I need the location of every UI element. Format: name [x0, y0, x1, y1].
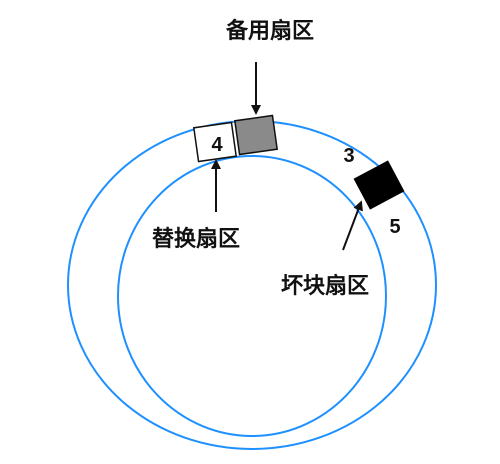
- bad-sector-block: [353, 160, 405, 210]
- inner-track-ring: [117, 155, 387, 437]
- bad-sector-label: 坏块扇区: [281, 273, 369, 299]
- spare-sector-block: [233, 114, 279, 156]
- replacement-sector-block: [192, 121, 238, 163]
- spare-sector-label: 备用扇区: [225, 18, 314, 44]
- replacement-sector-label: 替换扇区: [152, 226, 240, 252]
- replacement-block-number: 4: [211, 134, 223, 156]
- bad-block-number-bottom: 5: [389, 216, 400, 238]
- bad-sector-arrow: [342, 200, 363, 251]
- bad-block-number-top: 3: [343, 145, 354, 167]
